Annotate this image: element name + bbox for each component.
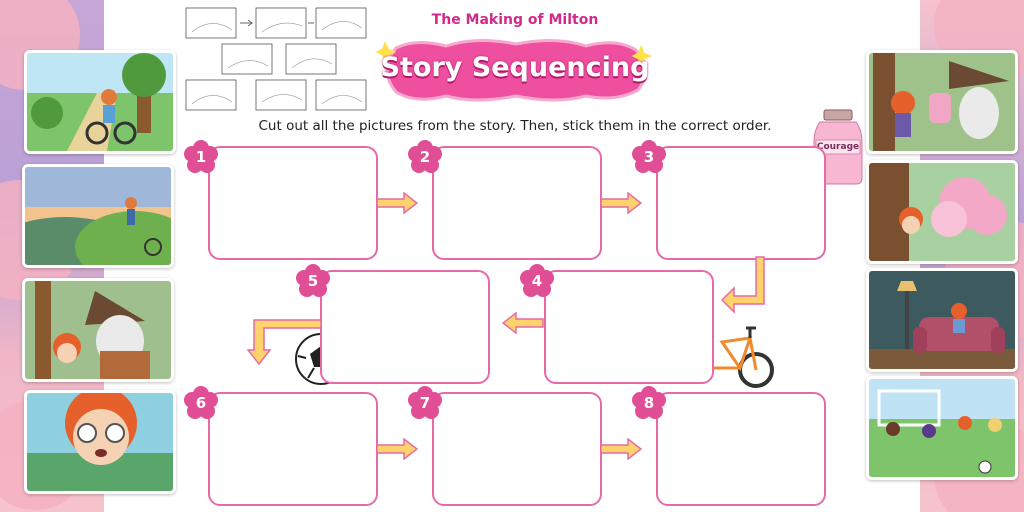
number-badge-7: 7: [408, 386, 442, 420]
picture-card-sofa[interactable]: [866, 268, 1018, 372]
arrow-right-icon: [376, 192, 418, 214]
picture-card-scared-boy[interactable]: [24, 390, 176, 494]
number-badge-label: 6: [195, 394, 207, 412]
sequence-box-1[interactable]: [208, 146, 378, 260]
number-badge-label: 2: [419, 148, 431, 166]
picture-card-pink-cloud[interactable]: [866, 160, 1018, 264]
number-badge-label: 1: [195, 148, 207, 166]
arrow-right-icon: [600, 438, 642, 460]
number-badge-1: 1: [184, 140, 218, 174]
sequence-box-4[interactable]: [544, 270, 714, 384]
picture-card-football[interactable]: [866, 376, 1018, 480]
number-badge-label: 7: [419, 394, 431, 412]
arrow-right-icon: [376, 438, 418, 460]
instructions-text: Cut out all the pictures from the story.…: [258, 118, 772, 134]
title-banner: [376, 38, 653, 102]
number-badge-6: 6: [184, 386, 218, 420]
arrow-left-down-icon: [246, 319, 322, 366]
picture-card-hilltop[interactable]: [22, 164, 174, 268]
sequence-box-6[interactable]: [208, 392, 378, 506]
number-badge-label: 8: [643, 394, 655, 412]
number-badge-3: 3: [632, 140, 666, 174]
number-badge-label: 5: [307, 272, 319, 290]
number-badge-8: 8: [632, 386, 666, 420]
page-title: Story Sequencing: [380, 52, 650, 83]
sequence-box-3[interactable]: [656, 146, 826, 260]
sequence-box-5[interactable]: [320, 270, 490, 384]
number-badge-4: 4: [520, 264, 554, 298]
jar-label: Courage: [816, 142, 860, 152]
arrow-right-icon: [600, 192, 642, 214]
arrow-down-left-icon: [720, 256, 765, 314]
story-subtitle: The Making of Milton: [431, 12, 599, 28]
number-badge-2: 2: [408, 140, 442, 174]
sequence-box-8[interactable]: [656, 392, 826, 506]
mini-sequence-preview: [185, 7, 367, 111]
sequence-box-7[interactable]: [432, 392, 602, 506]
bicycle-icon: [712, 326, 774, 388]
picture-card-bike-ride[interactable]: [24, 50, 176, 154]
picture-card-jar-wizard[interactable]: [866, 50, 1018, 154]
number-badge-label: 3: [643, 148, 655, 166]
number-badge-5: 5: [296, 264, 330, 298]
courage-jar-icon: [813, 109, 863, 185]
arrow-left-icon: [502, 312, 544, 334]
sequence-box-2[interactable]: [432, 146, 602, 260]
picture-card-wizard[interactable]: [22, 278, 174, 382]
number-badge-label: 4: [531, 272, 543, 290]
